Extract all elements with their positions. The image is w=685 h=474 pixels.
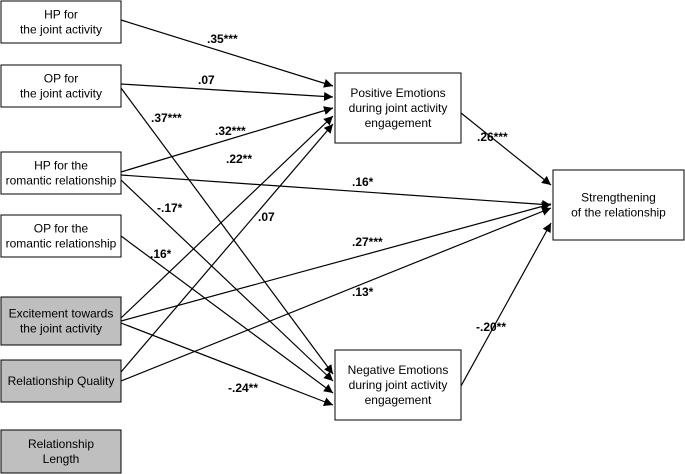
node-label-line: Length <box>43 452 80 466</box>
node-label-line: engagement <box>365 116 432 130</box>
edge-op-joint-to-pos-emo <box>120 83 334 101</box>
node-label-line: during joint activity <box>349 378 448 392</box>
edge-coefficient: .32*** <box>215 124 246 138</box>
edge-excitement-to-strength <box>120 202 552 322</box>
edge-coefficient: -.17* <box>157 201 183 215</box>
edge-coefficient: .16* <box>150 247 172 261</box>
node-label-line: during joint activity <box>349 101 448 115</box>
node-label-line: OP for the <box>34 222 89 236</box>
edge-pos-emo-to-strength <box>460 112 552 186</box>
edge-coefficient: .37*** <box>151 111 182 125</box>
edge-rel-quality-to-strength <box>120 207 552 382</box>
edge-hp-rom-to-neg-emo <box>120 179 334 382</box>
edge-hp-rom-to-strength <box>120 174 552 209</box>
node-label-line: Positive Emotions <box>350 86 445 100</box>
edge-hp-rom-to-pos-emo <box>120 106 334 173</box>
node-label-line: OP for <box>44 72 78 86</box>
node-rel-quality: Relationship Quality <box>0 359 122 403</box>
node-box <box>0 64 122 108</box>
edge-coefficient: .26*** <box>477 130 508 144</box>
node-label-line: Strengthening <box>581 191 656 205</box>
edge-coefficient: .13* <box>352 285 374 299</box>
node-label-line: Negative Emotions <box>348 363 449 377</box>
edge-op-joint-to-neg-emo <box>120 87 334 375</box>
node-label-line: engagement <box>365 393 432 407</box>
edge-coefficient: -.24** <box>228 381 258 395</box>
edge-coefficient: .07 <box>198 73 215 87</box>
node-label-line: the joint activity <box>20 87 102 101</box>
node-box <box>0 151 122 195</box>
edge-excitement-to-pos-emo <box>120 115 334 319</box>
edge-excitement-to-neg-emo <box>120 322 334 406</box>
edge-hp-joint-to-pos-emo <box>120 19 334 88</box>
edge-op-rom-to-neg-emo <box>120 235 334 394</box>
node-box <box>552 169 685 241</box>
edge-coefficient: .35*** <box>207 32 238 46</box>
node-label-line: the joint activity <box>20 23 102 37</box>
node-label-line: Excitement towards <box>9 307 114 321</box>
node-label-line: romantic relationship <box>6 174 117 188</box>
node-label-line: the joint activity <box>20 322 102 336</box>
node-box <box>334 349 462 421</box>
edge-coefficient: -.20** <box>476 320 506 334</box>
node-label-line: HP for the <box>34 159 88 173</box>
edge-rel-quality-to-pos-emo <box>120 123 334 373</box>
node-label-line: Relationship <box>28 437 94 451</box>
node-label-line: of the relationship <box>571 206 666 220</box>
node-box <box>0 429 122 474</box>
edge-coefficient: .07 <box>258 210 275 224</box>
edge-coefficient: .16* <box>352 175 374 189</box>
node-box <box>0 0 122 44</box>
edge-coefficient: .22** <box>226 152 252 166</box>
node-box <box>0 296 122 346</box>
node-label-line: romantic relationship <box>6 237 117 251</box>
node-box <box>334 72 462 144</box>
edge-neg-emo-to-strength <box>460 222 552 387</box>
node-box <box>0 214 122 258</box>
node-label-line: HP for <box>44 8 78 22</box>
node-box <box>0 359 122 403</box>
edge-coefficient: .27*** <box>352 235 383 249</box>
node-label-line: Relationship Quality <box>8 374 115 388</box>
